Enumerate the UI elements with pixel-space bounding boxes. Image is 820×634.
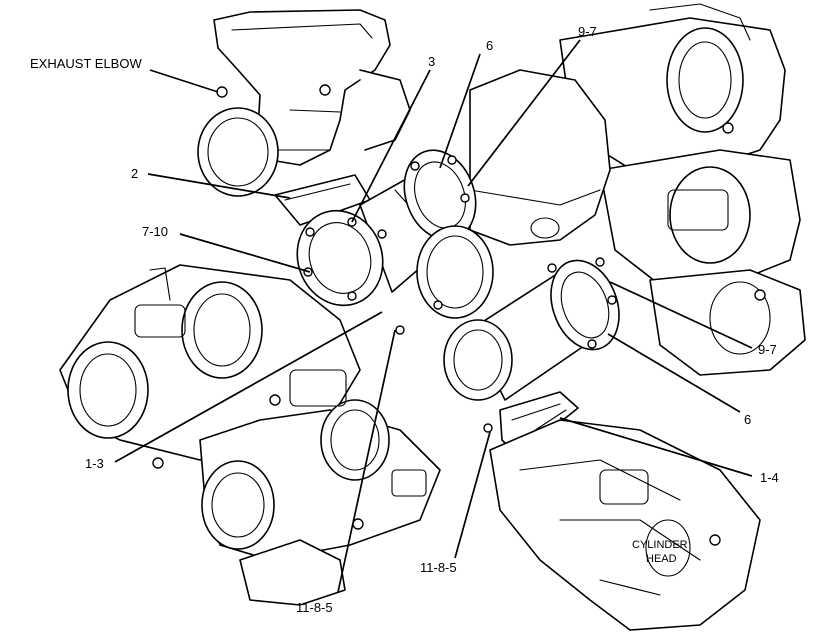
rear-manifold-bank [559, 3, 806, 376]
leader-lines [114, 39, 753, 593]
label-3: 3 [428, 54, 435, 69]
label-7-10: 7-10 [142, 224, 168, 239]
exhaust-elbow [197, 9, 411, 197]
label-cylinder-head-line2: HEAD [646, 553, 677, 565]
label-1-3: 1-3 [85, 456, 104, 471]
label-2: 2 [131, 166, 138, 181]
label-6-right: 6 [744, 412, 751, 427]
label-exhaust-elbow: EXHAUST ELBOW [30, 56, 142, 71]
label-cylinder-head-line1: CYLINDER [632, 539, 688, 551]
front-manifold-bank [59, 264, 441, 606]
label-6-top: 6 [486, 38, 493, 53]
upper-sleeve-assembly [274, 149, 477, 335]
center-housing [469, 69, 611, 246]
label-1-4: 1-4 [760, 470, 779, 485]
label-9-7-right: 9-7 [758, 342, 777, 357]
label-11-8-5-bottom: 11-8-5 [296, 600, 333, 615]
cylinder-head [489, 419, 761, 631]
label-11-8-5-mid: 11-8-5 [420, 560, 457, 575]
label-9-7-top: 9-7 [578, 24, 597, 39]
lower-sleeve-assembly [416, 225, 620, 457]
callout-labels: EXHAUST ELBOW 3 6 9-7 2 7-10 9-7 6 1-3 1… [30, 24, 779, 615]
